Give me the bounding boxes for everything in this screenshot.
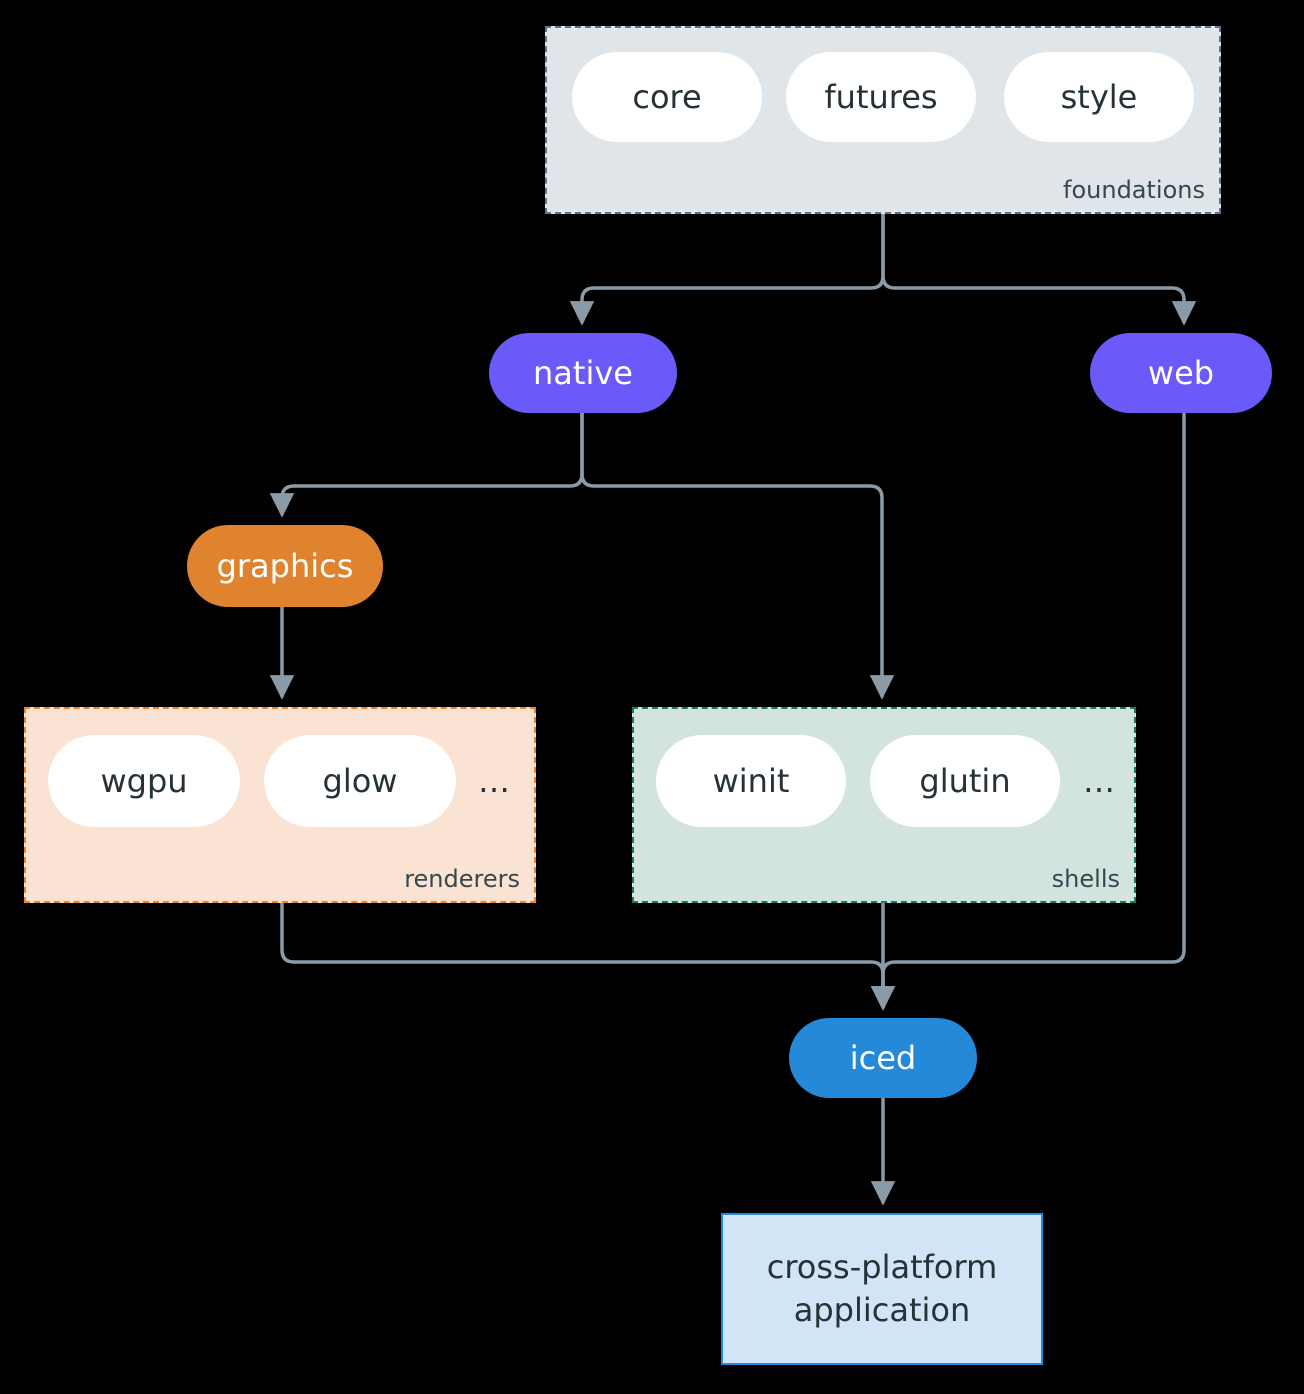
node-wgpu[interactable]: wgpu [48,735,240,827]
cluster-label-foundations: foundations [1063,176,1205,204]
node-glow[interactable]: glow [264,735,456,827]
node-label-core: core [632,78,702,116]
edge-native-shells [580,411,895,700]
cluster-label-shells: shells [1051,865,1120,893]
node-native[interactable]: native [489,333,677,413]
node-glutin[interactable]: glutin [870,735,1060,827]
edge-renderers-iced [280,901,896,1011]
node-label-futures: futures [824,78,938,116]
edge-native-graphics [269,411,584,518]
shells-ellipsis: … [1083,762,1116,800]
node-label-web: web [1147,354,1215,392]
edge-foundations-native [569,212,885,326]
node-iced[interactable]: iced [789,1018,977,1098]
cluster-label-renderers: renderers [404,865,520,893]
renderers-ellipsis: … [478,762,511,800]
edge-foundations-web [881,212,1197,326]
node-label-winit: winit [712,762,790,800]
node-label-native: native [533,354,633,392]
node-style[interactable]: style [1004,52,1194,142]
node-winit[interactable]: winit [656,735,846,827]
node-label-glow: glow [322,762,398,800]
node-core[interactable]: core [572,52,762,142]
node-label-iced: iced [849,1039,917,1077]
node-label-graphics: graphics [216,547,354,585]
node-label-glutin: glutin [919,762,1011,800]
node-futures[interactable]: futures [786,52,976,142]
node-label-cross-platform-application: cross-platform application [766,1247,998,1329]
node-label-wgpu: wgpu [100,762,188,800]
node-label-style: style [1060,78,1138,116]
node-cross-platform-application[interactable]: cross-platform application [721,1213,1043,1365]
node-web[interactable]: web [1090,333,1272,413]
node-graphics[interactable]: graphics [187,525,383,607]
